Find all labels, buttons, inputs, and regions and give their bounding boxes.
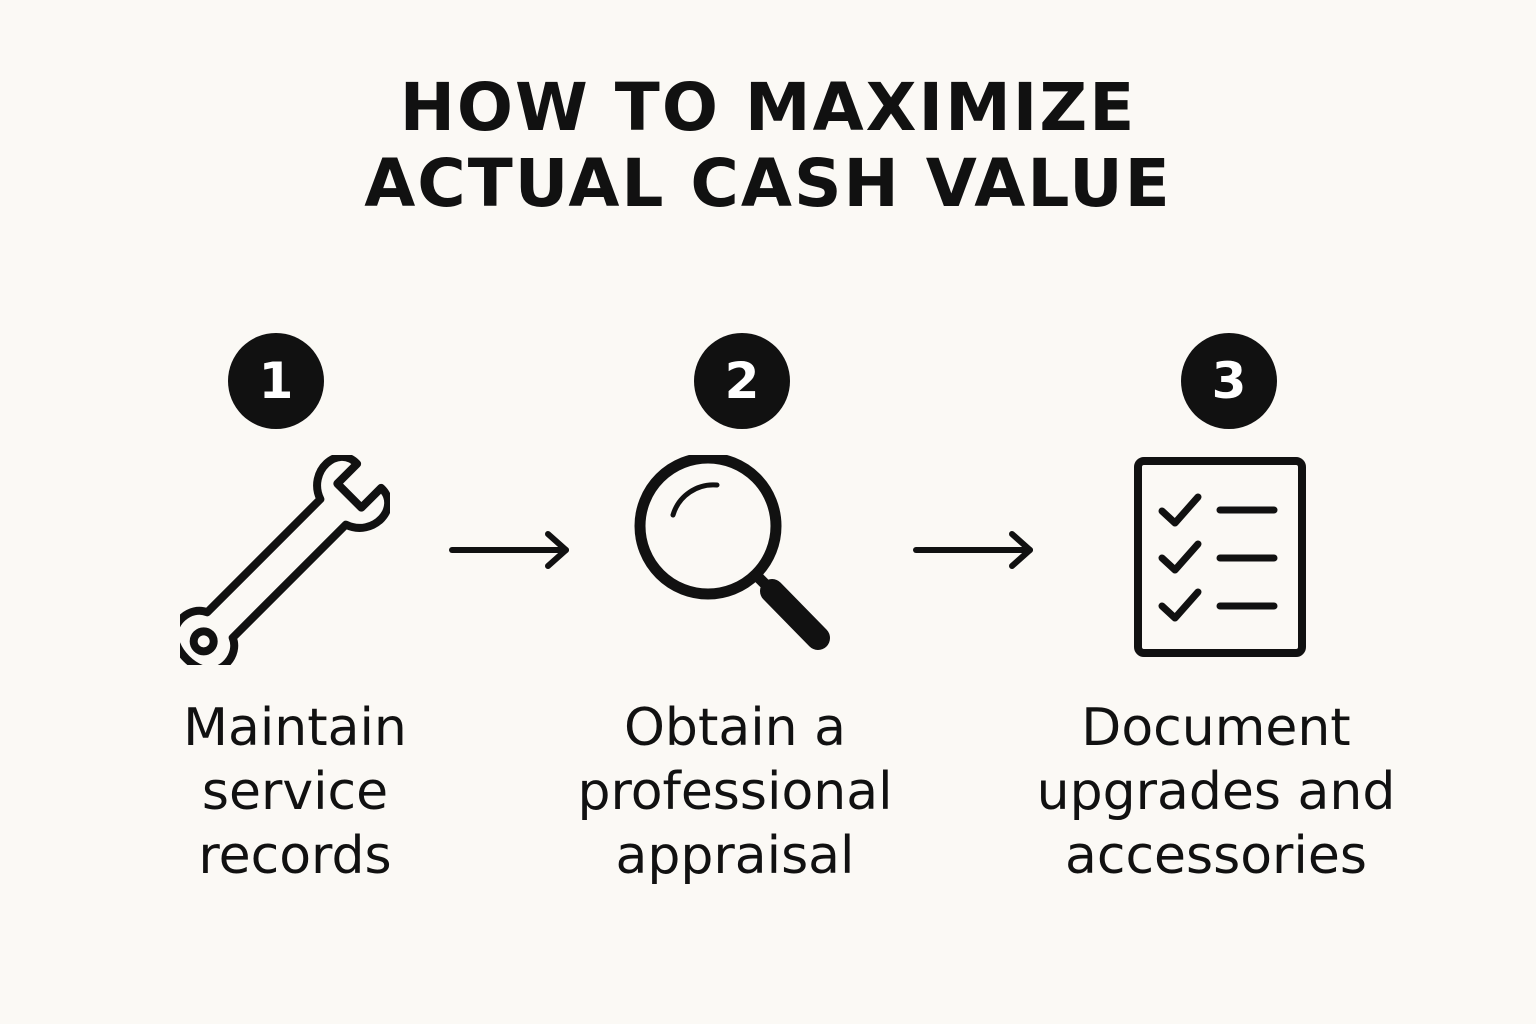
step-1-number-badge: 1 <box>228 333 324 429</box>
checklist-icon <box>1134 457 1306 657</box>
arrow-right-icon <box>913 531 1033 569</box>
step-3-label: Document upgrades and accessories <box>1036 698 1396 886</box>
title-line-1: HOW TO MAXIMIZE <box>399 69 1137 146</box>
title-line-2: ACTUAL CASH VALUE <box>364 145 1172 222</box>
step-2-label: Obtain a professional appraisal <box>577 698 893 886</box>
wrench-icon <box>180 455 390 665</box>
step-1-label: Maintain service records <box>183 698 407 886</box>
page-title: HOW TO MAXIMIZE ACTUAL CASH VALUE <box>0 70 1536 222</box>
step-2-number-badge: 2 <box>694 333 790 429</box>
magnifying-glass-icon <box>634 455 830 650</box>
arrow-right-icon <box>449 531 569 569</box>
step-3-number-badge: 3 <box>1181 333 1277 429</box>
